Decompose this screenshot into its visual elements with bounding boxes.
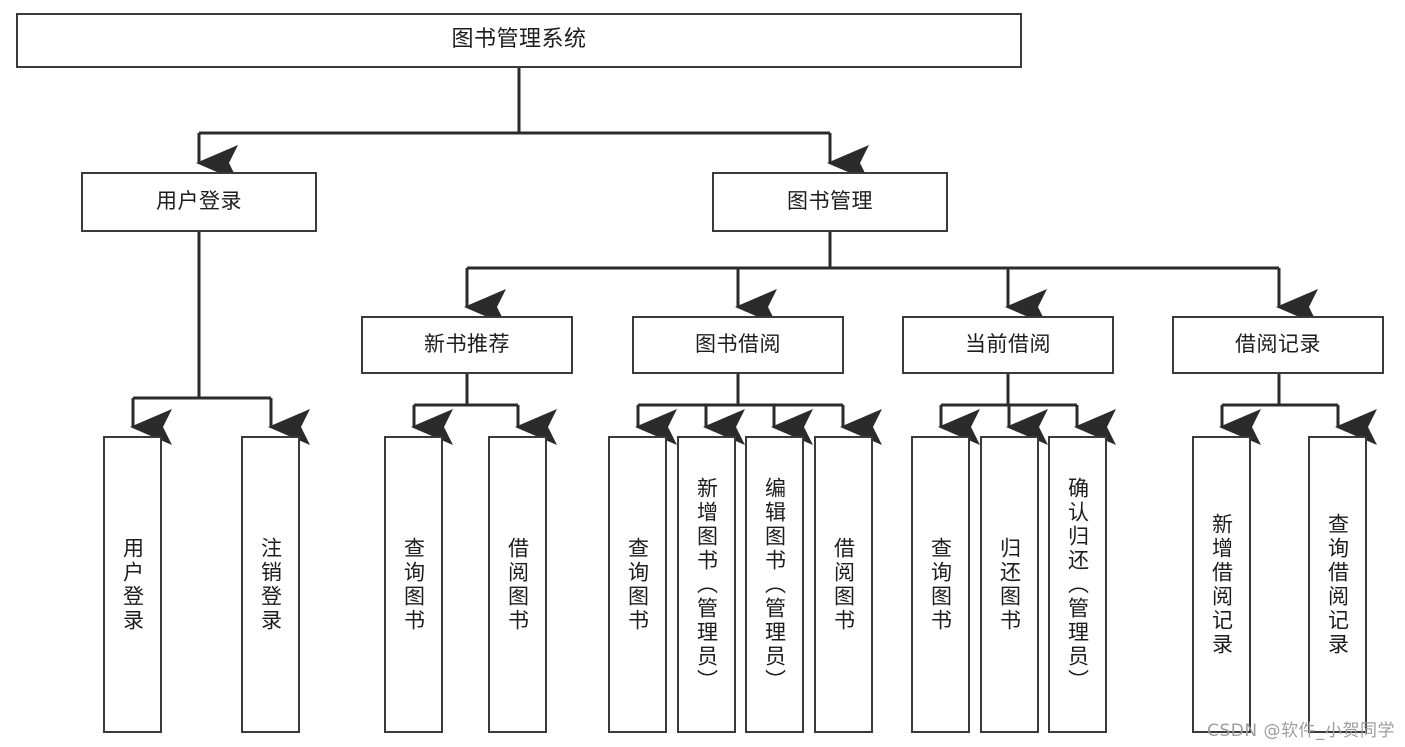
node-leaf-add-record-label: 新增借阅记录 [1209, 512, 1234, 657]
node-leaf-query-record-label: 查询借阅记录 [1325, 512, 1350, 657]
node-user-login-label: 用户登录 [156, 189, 242, 214]
node-leaf-query-record[interactable]: 查询借阅记录 [1308, 436, 1367, 733]
node-borrow-record[interactable]: 借阅记录 [1172, 316, 1384, 374]
node-leaf-add-book-label: 新增图书（管理员） [694, 476, 719, 693]
node-book-borrow[interactable]: 图书借阅 [632, 316, 844, 374]
node-leaf-return-book[interactable]: 归还图书 [980, 436, 1039, 733]
node-leaf-borrow-book-1[interactable]: 借阅图书 [488, 436, 547, 733]
node-leaf-query-book-2-label: 查询图书 [625, 536, 650, 633]
node-leaf-query-book-2[interactable]: 查询图书 [608, 436, 667, 733]
node-current-borrow[interactable]: 当前借阅 [902, 316, 1114, 374]
node-leaf-user-login-label: 用户登录 [120, 536, 145, 633]
node-new-book-rec-label: 新书推荐 [424, 332, 510, 357]
node-leaf-query-book-3-label: 查询图书 [928, 536, 953, 633]
watermark-text: CSDN @软件_小贺同学 [1207, 721, 1395, 741]
node-leaf-logout[interactable]: 注销登录 [241, 436, 300, 733]
node-root[interactable]: 图书管理系统 [16, 13, 1022, 68]
node-leaf-edit-book-label: 编辑图书（管理员） [762, 476, 787, 693]
node-leaf-query-book-1[interactable]: 查询图书 [384, 436, 443, 733]
node-leaf-confirm-return[interactable]: 确认归还（管理员） [1048, 436, 1107, 733]
node-leaf-borrow-book-1-label: 借阅图书 [505, 536, 530, 633]
node-leaf-query-book-1-label: 查询图书 [401, 536, 426, 633]
node-book-manage[interactable]: 图书管理 [712, 172, 948, 232]
node-root-label: 图书管理系统 [451, 27, 587, 53]
node-book-borrow-label: 图书借阅 [695, 332, 781, 357]
node-leaf-add-record[interactable]: 新增借阅记录 [1192, 436, 1251, 733]
node-leaf-add-book[interactable]: 新增图书（管理员） [677, 436, 736, 733]
node-leaf-query-book-3[interactable]: 查询图书 [911, 436, 970, 733]
node-leaf-user-login[interactable]: 用户登录 [103, 436, 162, 733]
node-user-login[interactable]: 用户登录 [81, 172, 317, 232]
node-leaf-borrow-book-2[interactable]: 借阅图书 [814, 436, 873, 733]
node-leaf-edit-book[interactable]: 编辑图书（管理员） [745, 436, 804, 733]
node-book-manage-label: 图书管理 [787, 189, 873, 214]
node-new-book-rec[interactable]: 新书推荐 [361, 316, 573, 374]
node-leaf-confirm-return-label: 确认归还（管理员） [1065, 476, 1090, 693]
node-borrow-record-label: 借阅记录 [1235, 332, 1321, 357]
node-leaf-logout-label: 注销登录 [258, 536, 283, 633]
node-leaf-borrow-book-2-label: 借阅图书 [831, 536, 856, 633]
node-leaf-return-book-label: 归还图书 [997, 536, 1022, 633]
node-current-borrow-label: 当前借阅 [965, 332, 1051, 357]
